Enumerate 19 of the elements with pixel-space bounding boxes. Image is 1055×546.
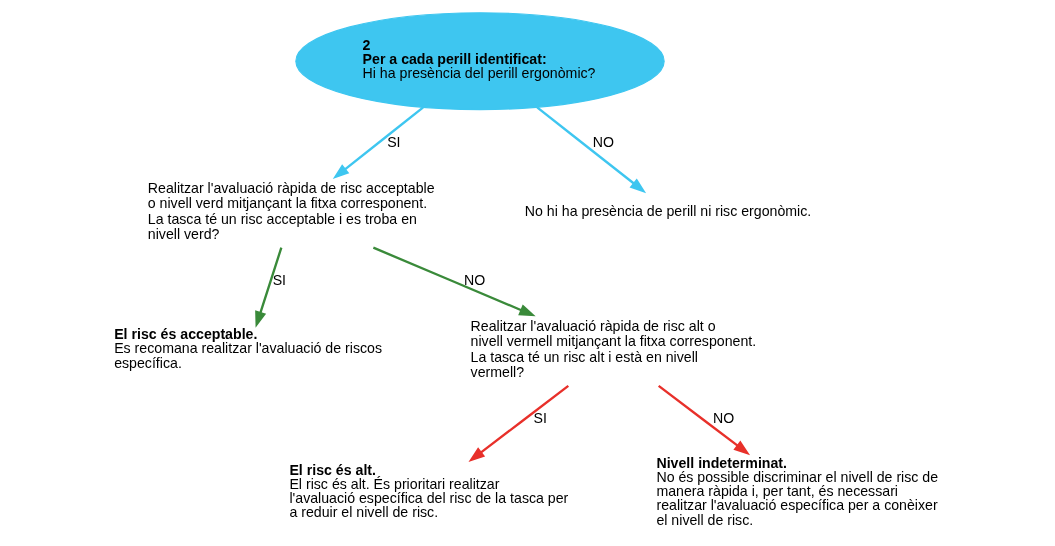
arrow [372,246,536,317]
arrow [536,106,647,194]
node-ellipse: 2 Per a cada perill identificat: Hi ha presència del perill ergonòmic? [295,12,665,111]
edge-label: NO [592,133,614,150]
edge-label: SI [387,133,401,150]
edge-label: SI [533,410,547,427]
arrow [657,384,751,456]
edge-label: SI [272,271,287,288]
node-text: El risc és acceptable. Es recomana realitzar l'avaluació de riscos específica. [114,326,383,371]
edge-label: NO [464,271,486,288]
arrow [468,384,570,462]
node-text: No hi ha presència de perill ni risc ergonòmic. [524,202,812,219]
node-text: El risc és alt. El risc és alt. És prioritari realitzar l'avaluació específica del risc de la tasca per a reduir el nivell de risc. [289,461,569,521]
node-text: Realitzar l'avaluació ràpida de risc alt o nivell vermell mitjançant la fitxa corresponent. La tasca té un risc alt i està en nivell vermell? [470,317,757,380]
arrow [255,247,283,328]
node-text: Nivell indeterminat. No és possible discriminar el nivell de risc de manera ràpida i, per tant, és necessari realitzar l'avaluació específica per a conèixer el nivell de risc. [656,454,939,528]
edge-label: NO [713,410,735,427]
arrow [332,106,424,180]
node-text: Realitzar l'avaluació ràpida de risc acceptable o nivell verd mitjançant la fitxa corresponent. La tasca té un risc acceptable i es troba en nivell verd? [147,179,435,242]
